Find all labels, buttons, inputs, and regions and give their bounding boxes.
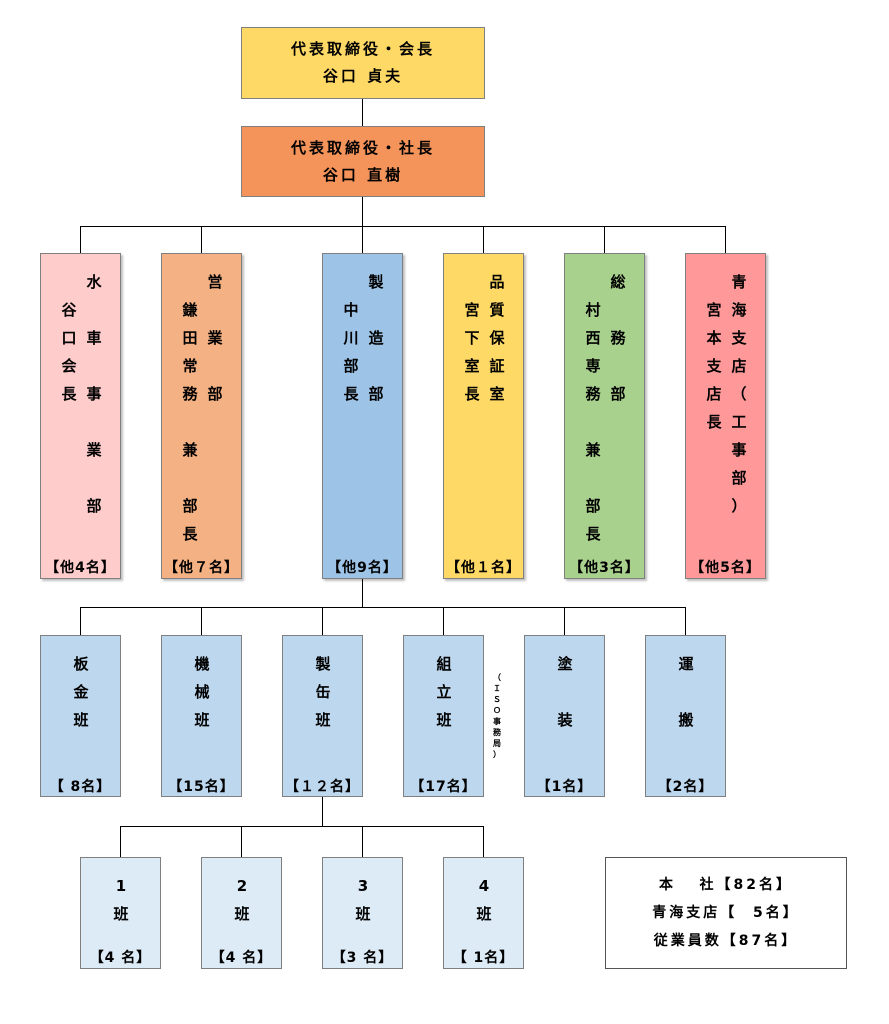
chairman-title: 代表取締役・会長 [290,40,435,58]
connector-teams-bus [80,607,686,608]
subteam-count: 【4 名】 [210,950,273,966]
connector-subteam-2 [241,826,242,857]
iso-office-note: （ Ｉ Ｓ Ｏ 事 務 局 ） [493,673,501,759]
connector-dept-2 [201,226,202,253]
department-head: 鎌 田 常 務 兼 部 長 [182,301,198,543]
department-head: 宮 本 支 店 長 [706,301,722,431]
connector-subteam-4 [483,826,484,857]
team-label: 製 缶 班 [315,655,331,729]
department-aomi-branch: 青 海 支 店 （ 工 事 部 ） 宮 本 支 店 長 【他5名】 [685,253,766,579]
team-label: 板 金 班 [73,655,89,729]
department-count: 【他１名】 [446,560,521,576]
team-count: 【 8名】 [49,779,112,795]
department-name: 総 務 部 [610,273,626,403]
connector-chairman-president [362,99,363,126]
connector-subteam-3 [362,826,363,857]
department-count: 【他７名】 [164,560,239,576]
connector-canmaking-down [322,797,323,826]
subteam-3: 3 班 【3 名】 [322,857,403,969]
headcount-summary: 本 社【82名】 青海支店【 5名】 従業員数【87名】 [605,857,847,969]
team-label: 塗 装 [557,655,573,729]
team-transport: 運 搬 【2名】 [645,635,726,797]
connector-dept-1 [80,226,81,253]
summary-total: 従業員数【87名】 [653,933,799,949]
department-head: 中 川 部 長 [343,301,359,403]
department-water-vehicle: 水 車 事 業 部 谷 口 会 長 【他4名】 [40,253,121,579]
subteam-count: 【3 名】 [331,950,394,966]
team-count: 【15名】 [168,779,235,795]
team-can-making: 製 缶 班 【１２名】 [282,635,363,797]
team-label: 組 立 班 [436,655,452,729]
connector-subteam-1 [120,826,121,857]
connector-team-6 [685,607,686,635]
department-count: 【他9名】 [327,560,398,576]
department-count: 【他4名】 [45,560,116,576]
connector-departments-bus [80,226,726,227]
department-head: 宮 下 室 長 [464,301,480,403]
subteam-1: 1 班 【4 名】 [80,857,161,969]
connector-dept-6 [725,226,726,253]
connector-team-3 [322,607,323,635]
connector-team-5 [564,607,565,635]
team-sheet-metal: 板 金 班 【 8名】 [40,635,121,797]
department-general-affairs: 総 務 部 村 西 専 務 兼 部 長 【他3名】 [564,253,645,579]
connector-team-1 [80,607,81,635]
connector-president-down [362,197,363,226]
department-manufacturing: 製 造 部 中 川 部 長 【他9名】 [322,253,403,579]
team-count: 【17名】 [410,779,477,795]
connector-manufacturing-down [362,579,363,607]
summary-headoffice: 本 社【82名】 [658,877,794,893]
department-name: 青 海 支 店 （ 工 事 部 ） [731,273,747,515]
chairman-name: 谷口 貞夫 [322,67,404,85]
team-count: 【1名】 [536,779,593,795]
connector-dept-4 [483,226,484,253]
president-box: 代表取締役・社長 谷口 直樹 [241,126,485,197]
team-assembly: 組 立 班 【17名】 [403,635,484,797]
department-name: 水 車 事 業 部 [86,273,102,515]
department-quality-assurance: 品 質 保 証 室 宮 下 室 長 （ Ｉ Ｓ Ｏ 事 務 局 ） 【他１名】 [443,253,524,759]
team-label: 機 械 班 [194,655,210,729]
subteam-count: 【 1名】 [452,950,515,966]
summary-branch: 青海支店【 5名】 [652,905,800,921]
subteam-2: 2 班 【4 名】 [201,857,282,969]
subteam-label: 1 班 [113,877,129,923]
subteam-label: 2 班 [234,877,250,923]
department-name: 営 業 部 [207,273,223,403]
department-count: 【他3名】 [569,560,640,576]
department-count: 【他5名】 [690,560,761,576]
team-count: 【１２名】 [285,779,360,795]
department-head: 村 西 専 務 兼 部 長 [585,301,601,543]
team-label: 運 搬 [678,655,694,729]
department-name: 製 造 部 [368,273,384,403]
department-sales: 営 業 部 鎌 田 常 務 兼 部 長 【他７名】 [161,253,242,579]
chairman-box: 代表取締役・会長 谷口 貞夫 [241,27,485,99]
team-painting: 塗 装 【1名】 [524,635,605,797]
team-machinery: 機 械 班 【15名】 [161,635,242,797]
connector-subteams-bus [120,826,484,827]
connector-dept-3 [362,226,363,253]
department-head: 谷 口 会 長 [61,301,77,403]
president-title: 代表取締役・社長 [290,138,435,157]
team-count: 【2名】 [657,779,714,795]
subteam-label: 4 班 [476,877,492,923]
subteam-label: 3 班 [355,877,371,923]
president-name: 谷口 直樹 [322,165,404,184]
connector-dept-5 [604,226,605,253]
subteam-count: 【4 名】 [89,950,152,966]
subteam-4: 4 班 【 1名】 [443,857,524,969]
department-name: 品 質 保 証 室 [489,273,505,403]
connector-team-2 [201,607,202,635]
connector-team-4 [443,607,444,635]
